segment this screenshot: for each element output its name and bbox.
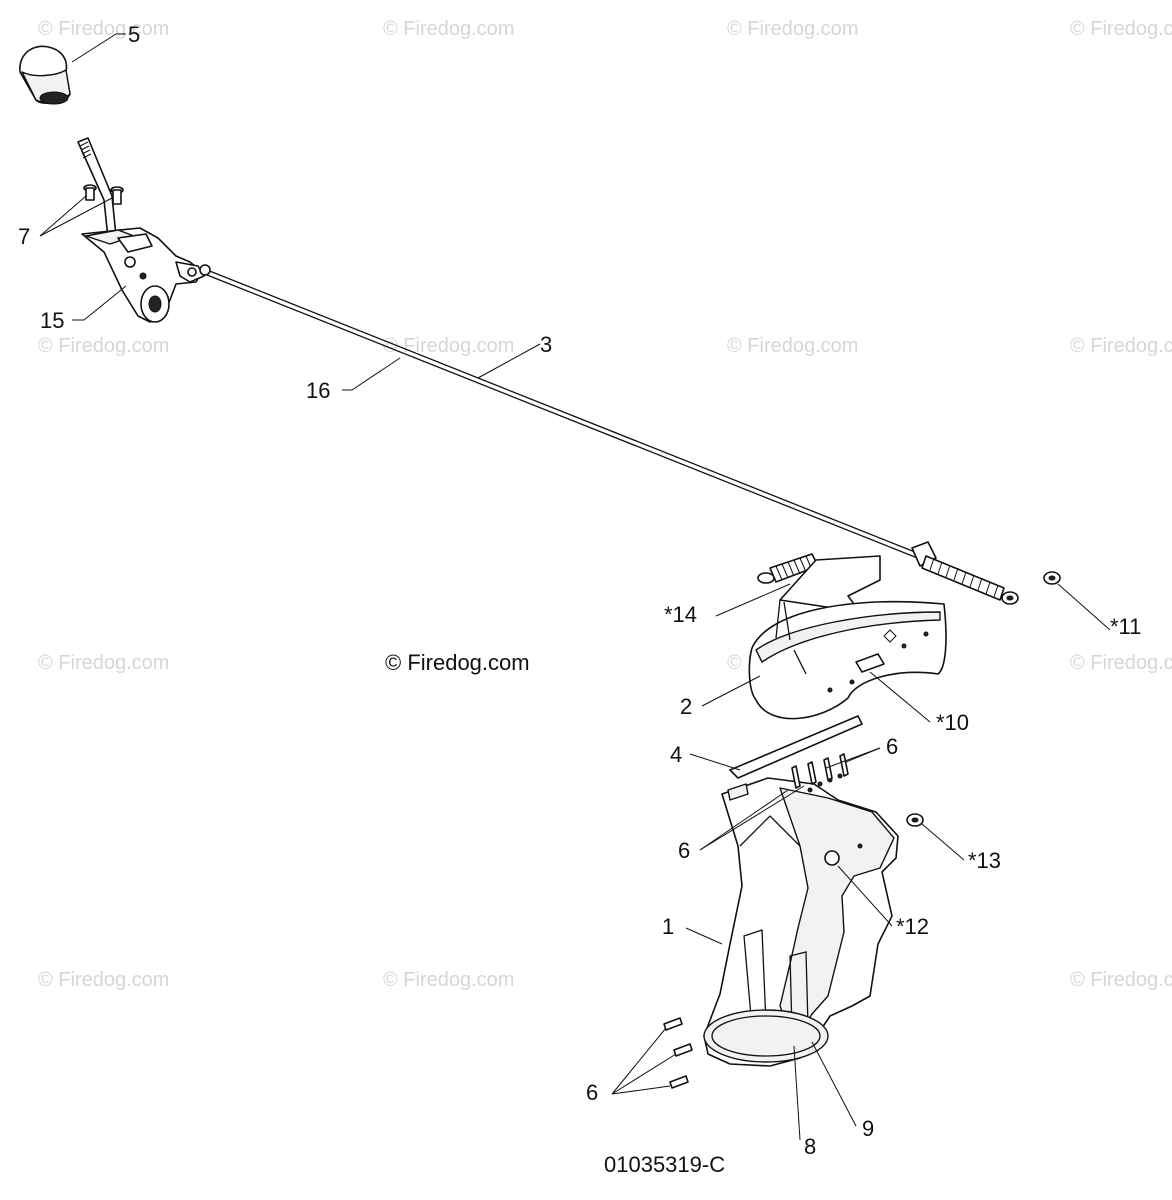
callout-9: 9 [862,1116,874,1141]
callout-12: *12 [896,914,929,939]
callout-6-middle: 6 [678,838,690,863]
leader-lines [39,33,1111,1141]
callout-16: 16 [306,378,330,403]
watermark: © Firedog.com [38,18,169,40]
drawing-number: 01035319-C [604,1152,725,1177]
watermark: © Firedog.com [1070,969,1172,991]
callout-14: *14 [664,602,697,627]
part-chute [703,773,899,1067]
watermark: © Firedog.com [727,18,858,40]
part-plate-4 [729,715,863,779]
part-cable-spring [911,541,1019,605]
part-knob [19,45,71,105]
callout-1: 1 [662,914,674,939]
callout-11: *11 [1110,614,1141,639]
watermark: © Firedog.com [727,335,858,357]
callout-4: 4 [670,742,682,767]
callout-13: *13 [968,848,1001,873]
watermark: © Firedog.com [38,335,169,357]
part-deflector [748,555,947,720]
part-nut-13 [906,813,924,827]
watermark-grid: © Firedog.com © Firedog.com © Firedog.co… [38,18,1172,991]
callout-6-top: 6 [886,734,898,759]
watermark: © Firedog.com [1070,335,1172,357]
part-lever-bracket [81,227,205,323]
watermark: © Firedog.com [383,335,514,357]
callout-3: 3 [540,332,552,357]
part-spring-14 [757,553,819,584]
watermark: © Firedog.com [383,969,514,991]
callout-6-bottom: 6 [586,1080,598,1105]
callout-5: 5 [128,22,140,47]
part-screws-7 [83,184,124,205]
callout-10: *10 [936,710,969,735]
watermark: © Firedog.com [383,18,514,40]
watermark: © Firedog.com [38,969,169,991]
part-nut-11 [1043,571,1061,585]
callout-7: 7 [18,224,30,249]
callout-8: 8 [804,1134,816,1159]
callout-2: 2 [680,694,692,719]
watermark: © Firedog.com [38,652,169,674]
watermark: © Firedog.com [1070,18,1172,40]
callouts: 5 7 15 16 3 *14 *11 2 *10 4 6 6 *13 1 *1… [18,22,1141,1159]
part-cable [199,264,931,564]
center-watermark: © Firedog.com [385,650,530,675]
callout-15: 15 [40,308,64,333]
watermark: © Firedog.com [1070,652,1172,674]
